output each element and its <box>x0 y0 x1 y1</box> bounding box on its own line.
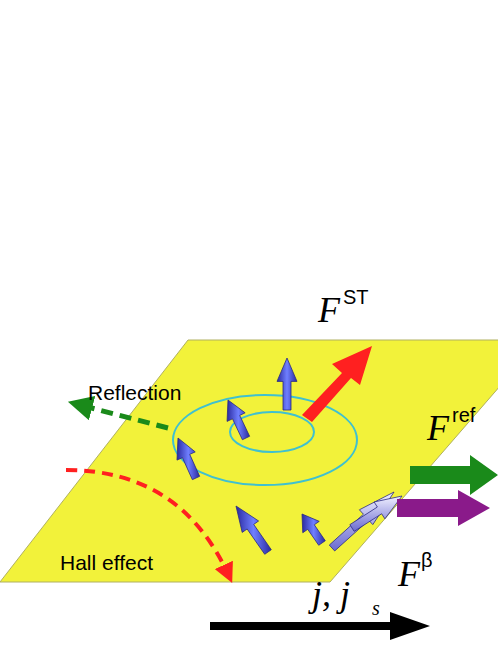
force-symbol: F <box>427 410 449 446</box>
beta-force <box>397 490 490 526</box>
spin-arrows <box>177 358 402 554</box>
film-plane <box>0 340 498 582</box>
spin-torque-force <box>302 346 372 422</box>
reflection-label: Reflection <box>88 382 181 403</box>
spin-arrow <box>177 438 200 480</box>
spin-arrow <box>277 358 297 410</box>
current-symbol: j, j <box>312 576 350 612</box>
force-superscript: β <box>421 550 433 570</box>
spin-arrow <box>236 506 271 554</box>
force-superscript: ST <box>343 287 369 307</box>
force-symbol: F <box>318 292 340 328</box>
reflection-force <box>410 455 498 495</box>
current-subscript: s <box>372 598 380 618</box>
reflection-path <box>80 405 168 428</box>
force-superscript: ref <box>452 405 475 425</box>
spin-arrow <box>302 514 325 545</box>
spin-arrow <box>350 496 402 531</box>
skyrmion-ring <box>173 395 357 485</box>
spin-arrow <box>227 400 250 440</box>
current-arrow <box>210 612 430 640</box>
hall-effect-label: Hall effect <box>60 552 153 573</box>
force-symbol: F <box>398 556 420 592</box>
